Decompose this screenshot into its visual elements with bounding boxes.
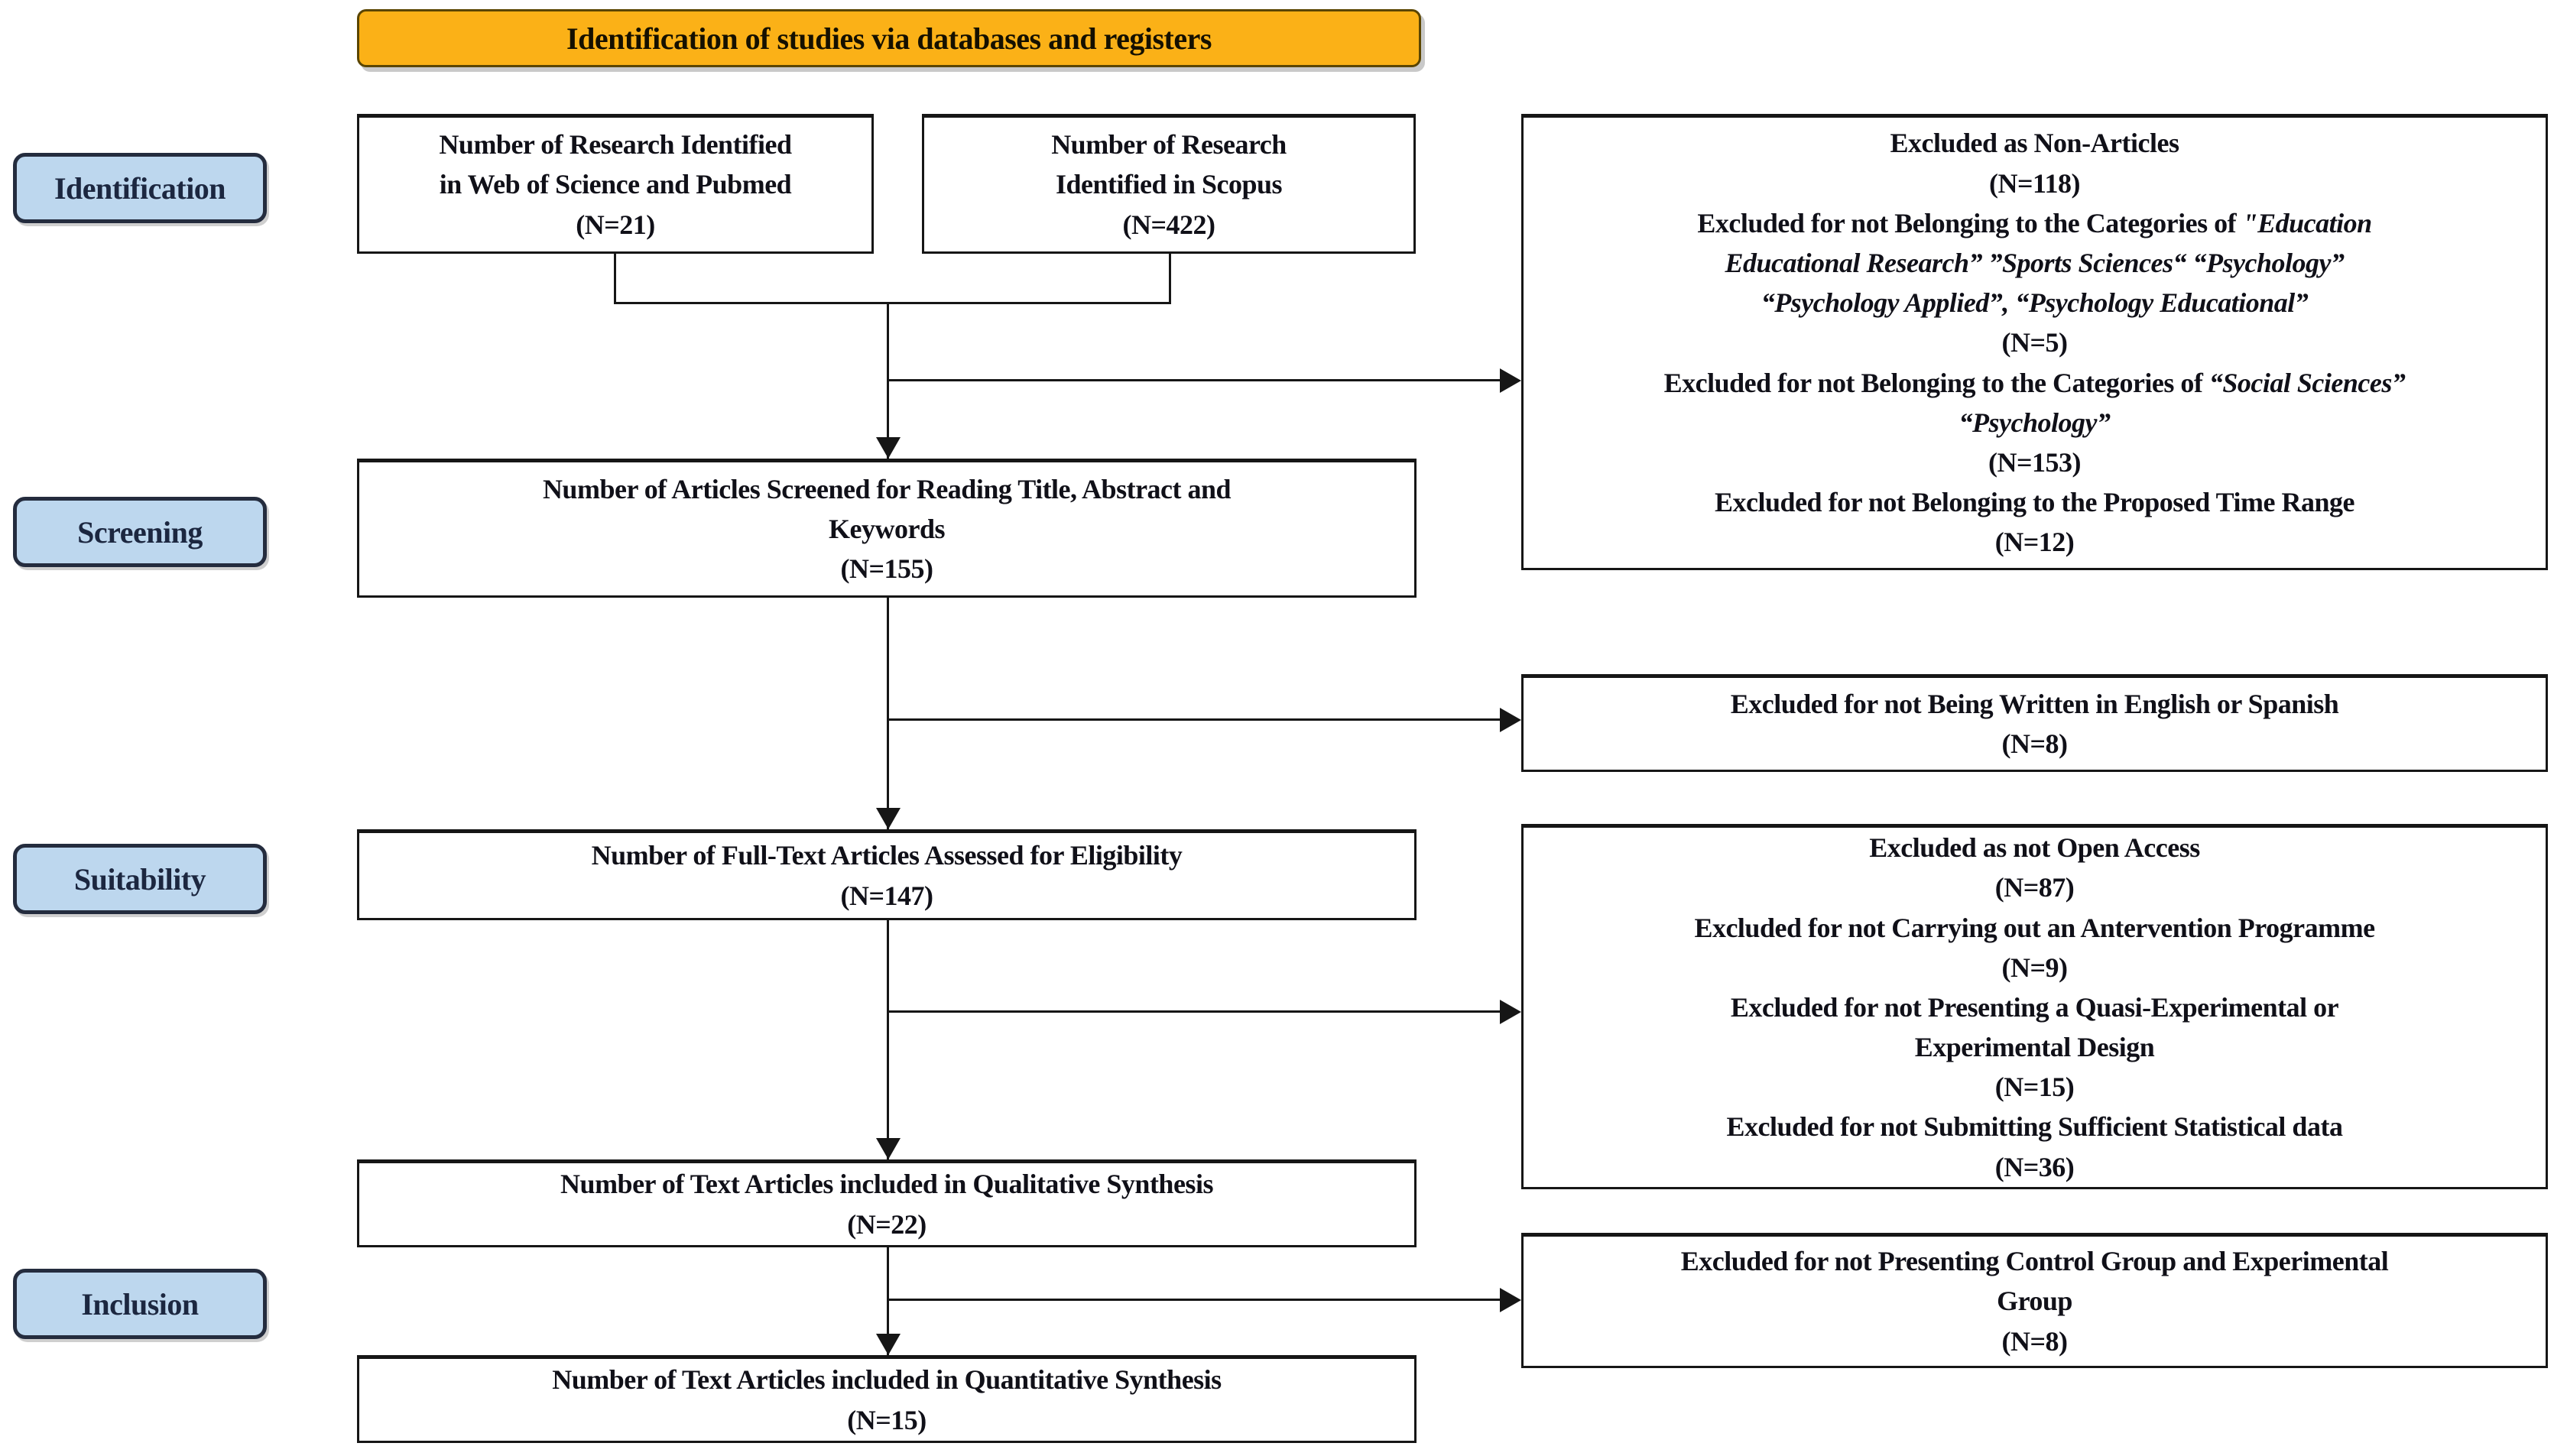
stage-label-suitability: Suitability [13,844,267,914]
stage-label-identification: Identification [13,153,267,223]
connector-vertical-4 [887,1247,889,1355]
connector-stub-right [1169,254,1171,304]
flow-box-qualitative-synthesis: Number of Text Articles included in Qual… [357,1159,1417,1247]
stage-label-screening: Screening [13,497,267,567]
exclusion-box-control-group: Excluded for not Presenting Control Grou… [1521,1233,2548,1368]
connector-vertical-3 [887,920,889,1159]
connector-branch-4 [887,1299,1501,1301]
arrow-right-icon [1500,1288,1521,1312]
flow-box-full-text-eligibility: Number of Full-Text Articles Assessed fo… [357,829,1417,920]
arrow-right-icon [1500,1000,1521,1024]
connector-vertical-2 [887,598,889,829]
arrow-right-icon [1500,708,1521,732]
connector-branch-3 [887,1010,1501,1013]
connector-merge-line [614,302,1171,304]
flow-box-screened: Number of Articles Screened for Reading … [357,459,1417,598]
banner-title: Identification of studies via databases … [357,9,1421,67]
exclusion-box-identification: Excluded as Non-Articles(N=118)Excluded … [1521,114,2548,570]
flow-box-quantitative-synthesis: Number of Text Articles included in Quan… [357,1355,1417,1443]
connector-branch-2 [887,718,1501,721]
exclusion-box-language: Excluded for not Being Written in Englis… [1521,674,2548,772]
connector-branch-1 [887,379,1501,381]
arrow-down-icon [876,808,901,829]
arrow-down-icon [876,1138,901,1159]
stage-label-inclusion: Inclusion [13,1269,267,1339]
arrow-down-icon [876,1334,901,1355]
arrow-down-icon [876,437,901,459]
exclusion-box-suitability: Excluded as not Open Access(N=87)Exclude… [1521,824,2548,1189]
connector-stub-left [614,254,616,304]
arrow-right-icon [1500,368,1521,393]
